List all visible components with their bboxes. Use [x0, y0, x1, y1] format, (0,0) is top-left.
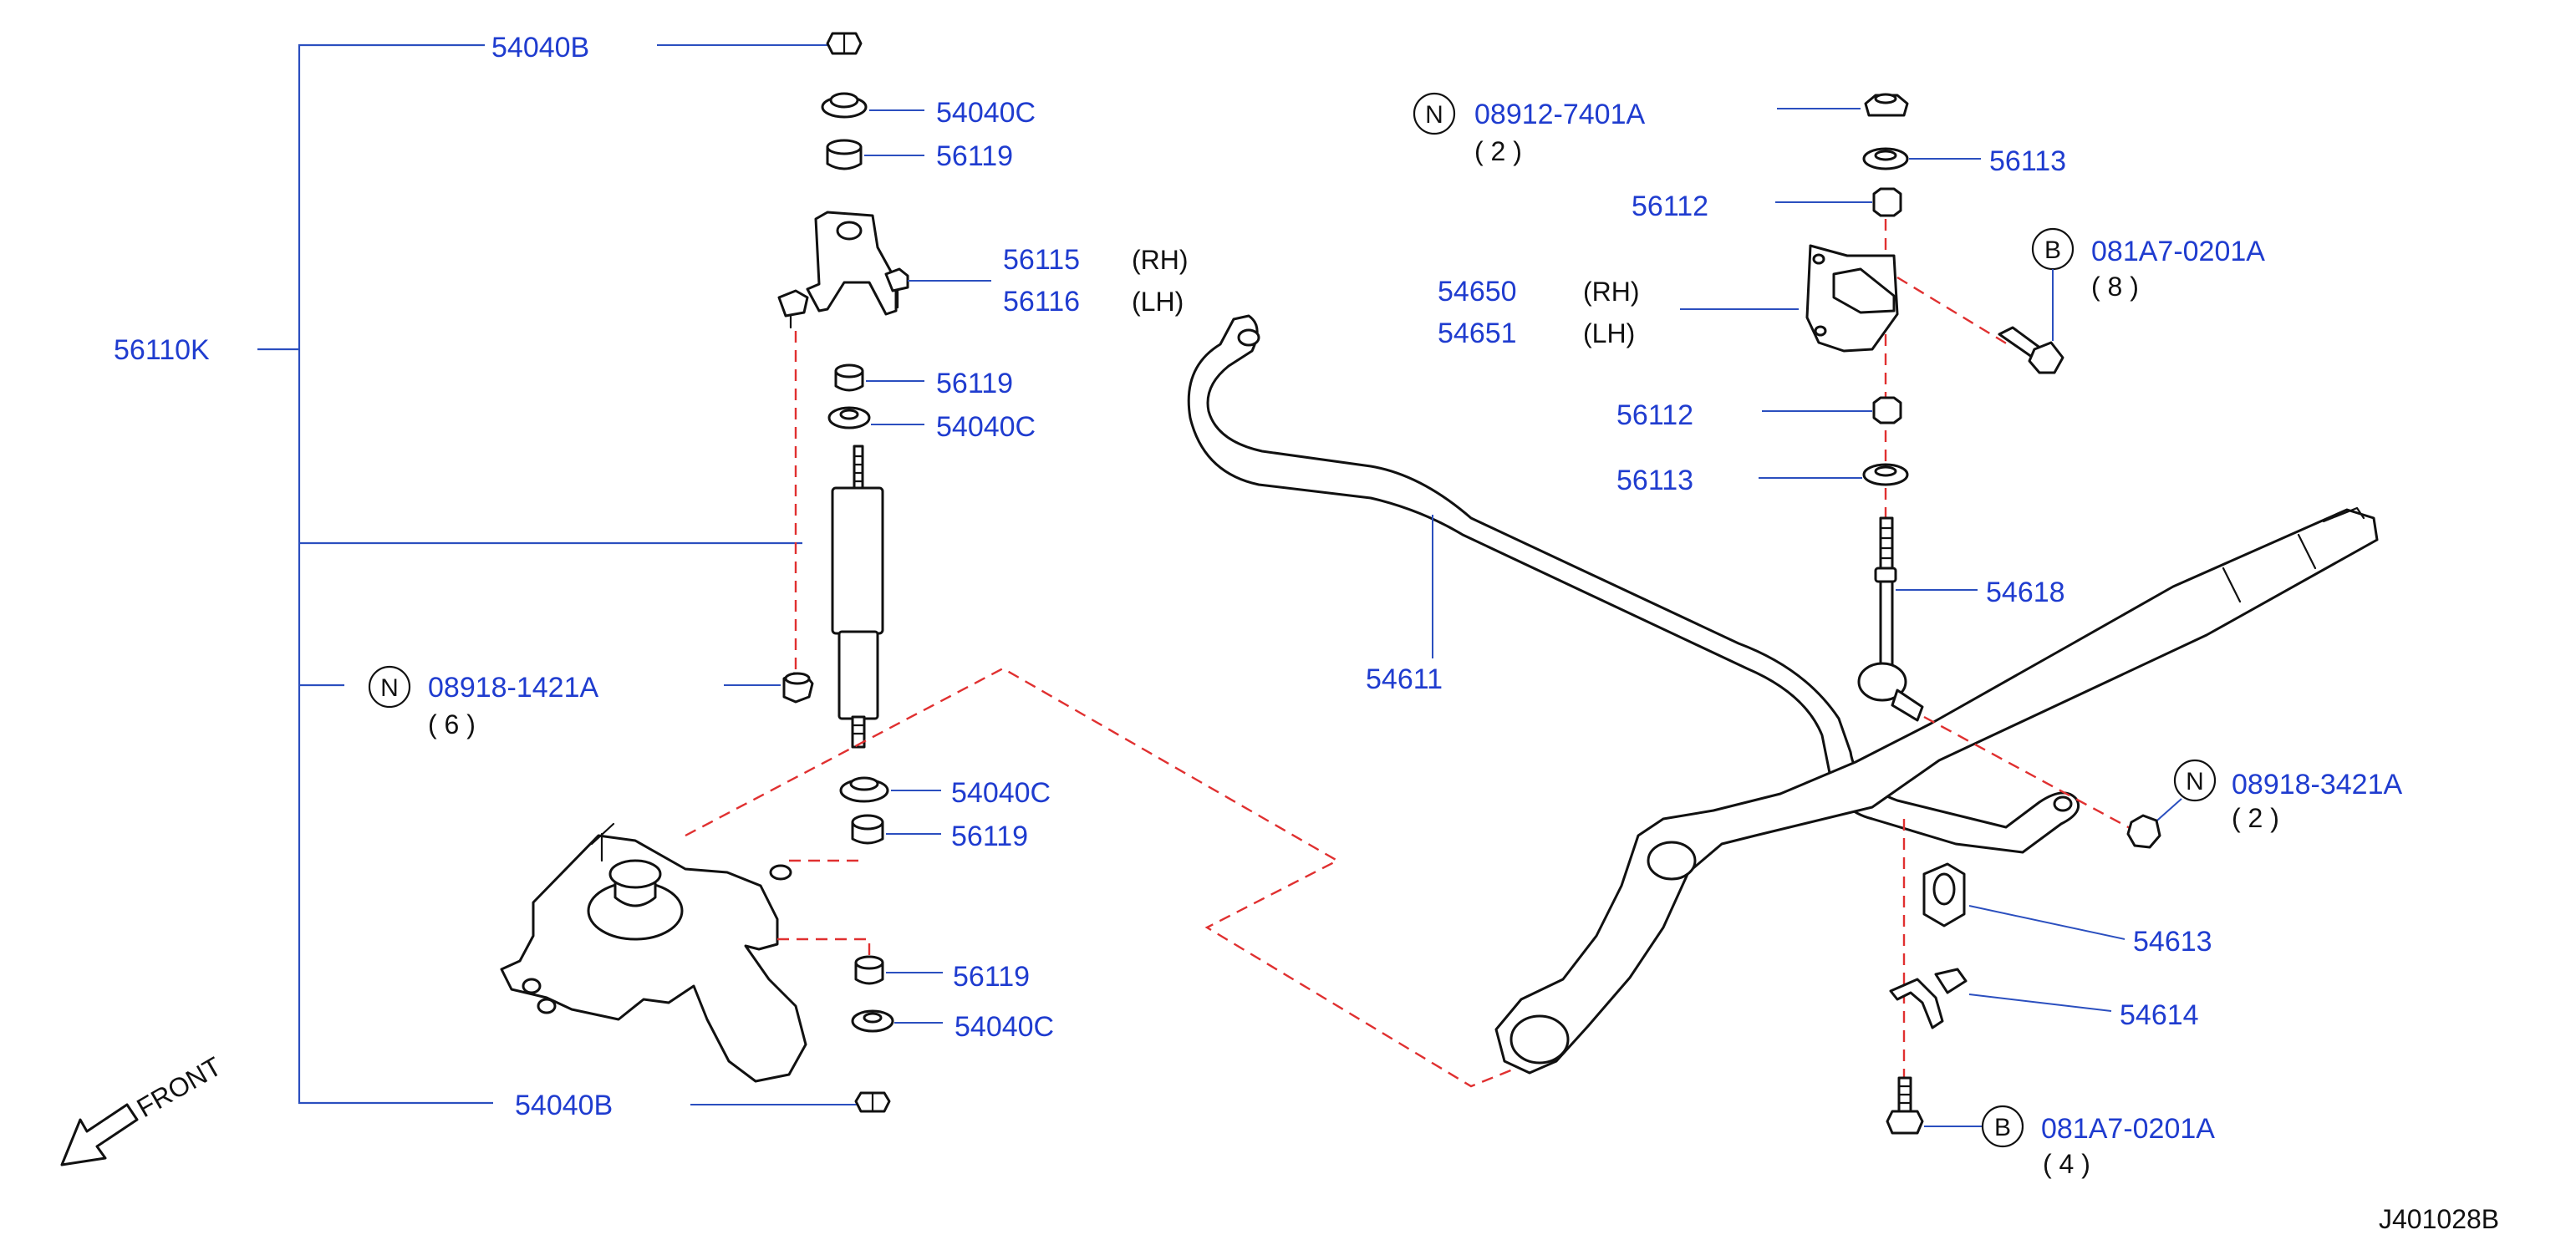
label-54613[interactable]: 54613	[2133, 926, 2212, 958]
front-label: FRONT	[132, 1051, 227, 1123]
nut-08918-3421A[interactable]	[2126, 759, 2217, 849]
bracket-54650[interactable]	[1680, 244, 1899, 353]
side-56116: (LH)	[1132, 287, 1184, 317]
qty-08918-1421A: ( 6 )	[428, 709, 476, 739]
side-54650: (RH)	[1583, 277, 1640, 307]
label-54040C-3[interactable]: 54040C	[951, 777, 1051, 809]
label-56113-2[interactable]: 56113	[1616, 465, 1693, 496]
clamp-54614[interactable]	[1889, 968, 2112, 1029]
washer-54040C-1[interactable]	[821, 92, 924, 119]
label-56116[interactable]: 56116	[1003, 286, 1080, 318]
label-54651[interactable]: 54651	[1438, 318, 1517, 349]
label-56119-4[interactable]: 56119	[953, 961, 1030, 993]
lower-arm-housing[interactable]	[500, 822, 807, 1083]
label-56115[interactable]: 56115	[1003, 244, 1080, 276]
bushing-56119-2[interactable]	[834, 363, 924, 392]
washer-54040C-3[interactable]	[839, 776, 941, 803]
bushing-56119-4[interactable]	[854, 955, 943, 985]
label-56119-3[interactable]: 56119	[951, 821, 1028, 852]
stabilizer-bar-54611[interactable]	[1187, 314, 2080, 854]
nut-08918-1421A[interactable]	[368, 665, 814, 709]
front-arrow-icon	[60, 1103, 139, 1166]
circle-letter-N-right: N	[2186, 768, 2204, 795]
circle-letter-B-bottom: B	[1994, 1114, 2011, 1141]
bolt-081A7-0201A-bottom[interactable]	[1886, 1076, 2024, 1148]
label-54040B-top[interactable]: 54040B	[491, 32, 589, 64]
bushing-56119-3[interactable]	[851, 814, 941, 845]
label-54611[interactable]: 54611	[1366, 663, 1443, 695]
upper-bracket-56115[interactable]	[777, 211, 991, 329]
circle-letter-B-top: B	[2044, 236, 2061, 264]
label-56112-2[interactable]: 56112	[1616, 399, 1693, 431]
qty-08918-3421A: ( 2 )	[2232, 803, 2279, 833]
label-54040C-1[interactable]: 54040C	[936, 97, 1036, 129]
bolt-081A7-0201A-top[interactable]	[1998, 227, 2075, 374]
lower-control-arm[interactable]	[1494, 506, 2379, 1075]
label-56112-1[interactable]: 56112	[1632, 191, 1708, 222]
bushing-54613[interactable]	[1922, 862, 2125, 940]
label-081A7-0201A-top[interactable]: 081A7-0201A	[2091, 236, 2265, 267]
side-54651: (LH)	[1583, 318, 1635, 348]
bushing-56119-1[interactable]	[826, 139, 924, 170]
label-54650[interactable]: 54650	[1438, 276, 1517, 307]
stabilizer-link-54618[interactable]	[1857, 516, 1978, 722]
label-54040B-bottom[interactable]: 54040B	[515, 1090, 613, 1121]
nut-08912-7401A[interactable]	[1413, 92, 1909, 135]
label-08918-3421A[interactable]: 08918-3421A	[2232, 769, 2403, 800]
label-081A7-0201A-bottom[interactable]: 081A7-0201A	[2041, 1113, 2215, 1145]
label-08918-1421A[interactable]: 08918-1421A	[428, 672, 599, 704]
label-54040C-4[interactable]: 54040C	[955, 1011, 1054, 1043]
nut-54040B-bottom[interactable]	[690, 1091, 891, 1113]
label-56113-1[interactable]: 56113	[1989, 145, 2066, 177]
bushing-56112-1[interactable]	[1775, 187, 1902, 217]
group-bracket	[257, 43, 802, 1105]
qty-081A7-0201A-bottom: ( 4 )	[2043, 1149, 2090, 1179]
label-54040C-2[interactable]: 54040C	[936, 411, 1036, 443]
washer-54040C-2[interactable]	[827, 406, 924, 429]
label-56119-2[interactable]: 56119	[936, 368, 1013, 399]
nut-54040B-top[interactable]	[657, 32, 863, 55]
bushing-56112-2[interactable]	[1762, 396, 1902, 424]
label-08912-7401A[interactable]: 08912-7401A	[1474, 99, 1646, 130]
qty-081A7-0201A-top: ( 8 )	[2091, 272, 2139, 302]
label-54618[interactable]: 54618	[1986, 577, 2065, 608]
washer-56113-1[interactable]	[1862, 147, 1981, 170]
circle-letter-N-left: N	[380, 674, 399, 702]
diagram-reference-id: J401028B	[2379, 1204, 2499, 1234]
washer-56113-2[interactable]	[1759, 463, 1909, 486]
shock-absorber[interactable]	[831, 445, 884, 749]
circle-letter-N-top: N	[1425, 101, 1443, 129]
side-56115: (RH)	[1132, 245, 1189, 275]
washer-54040C-4[interactable]	[851, 1009, 943, 1033]
label-56110K[interactable]: 56110K	[114, 334, 210, 366]
qty-08912-7401A: ( 2 )	[1474, 136, 1522, 166]
label-56119-1[interactable]: 56119	[936, 140, 1013, 172]
label-54614[interactable]: 54614	[2120, 999, 2199, 1031]
